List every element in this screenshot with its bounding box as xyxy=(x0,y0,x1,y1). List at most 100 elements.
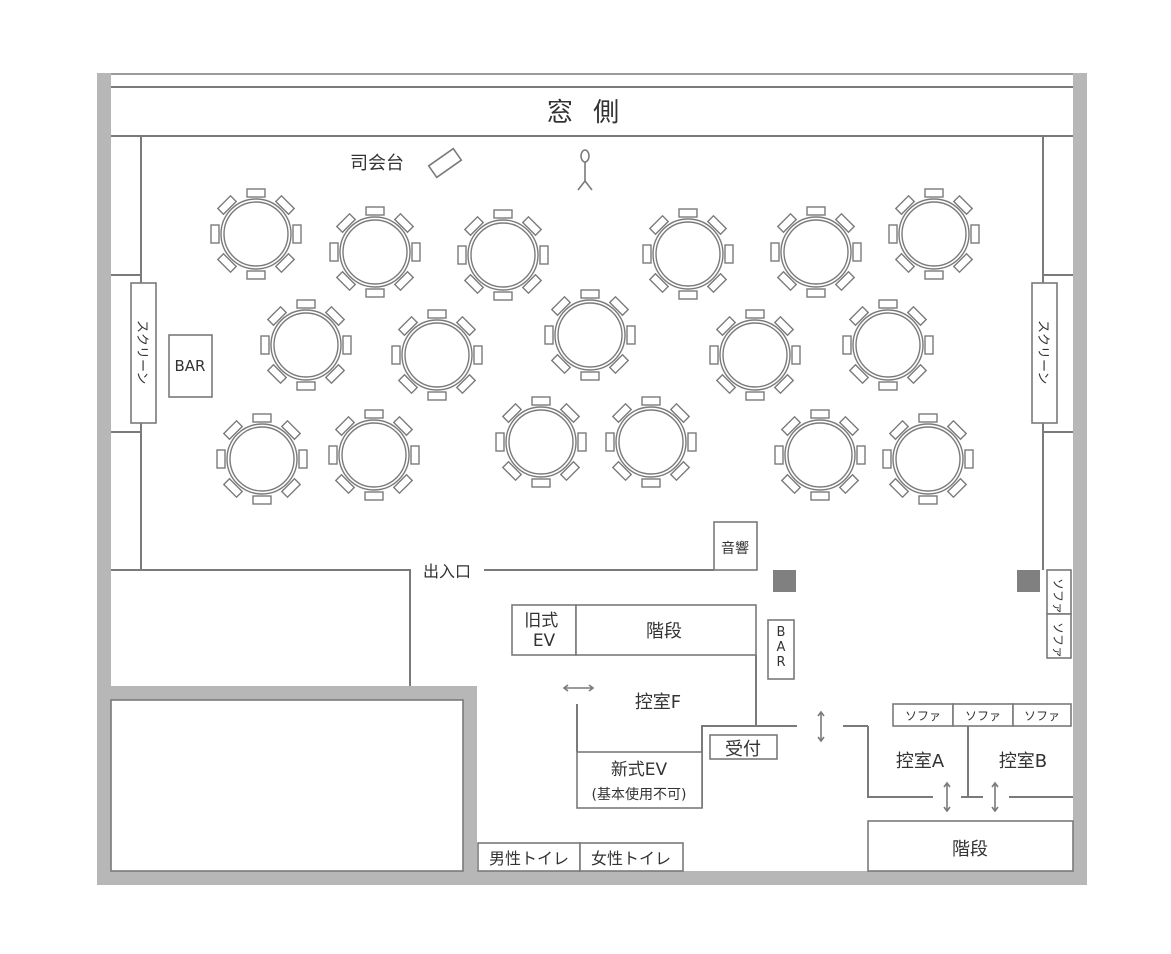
table-top xyxy=(855,312,921,378)
chair-icon xyxy=(463,215,485,237)
chair-icon xyxy=(611,460,633,482)
chair-icon xyxy=(531,396,551,406)
screen-left xyxy=(130,282,157,424)
chair-icon xyxy=(539,245,549,265)
chair-icon xyxy=(577,432,587,452)
chair-icon xyxy=(745,309,765,319)
chair-icon xyxy=(924,335,934,355)
chair-icon xyxy=(342,335,352,355)
chair-icon xyxy=(780,415,802,437)
chair-icon xyxy=(222,419,244,441)
chair-icon xyxy=(292,224,302,244)
chair-icon xyxy=(364,409,384,419)
chair-icon xyxy=(260,335,270,355)
old-ev-label: 旧式 xyxy=(524,611,558,631)
chair-icon xyxy=(706,272,728,294)
sofa-horizontal-3 xyxy=(1012,703,1072,727)
chair-icon xyxy=(298,449,308,469)
chair-icon xyxy=(252,495,272,505)
round-table-icon xyxy=(888,188,980,280)
chair-icon xyxy=(894,252,916,274)
chair-icon xyxy=(888,419,910,441)
table-top xyxy=(342,219,408,285)
chair-icon xyxy=(608,295,630,317)
chair-icon xyxy=(324,363,346,385)
chair-icon xyxy=(274,194,296,216)
chair-icon xyxy=(216,194,238,216)
table-top xyxy=(229,426,295,492)
chair-icon xyxy=(810,491,830,501)
sofa-label: ソファ xyxy=(1051,578,1065,614)
chair-icon xyxy=(328,445,338,465)
chair-icon xyxy=(501,460,523,482)
waiting-b-label: 控室B xyxy=(999,751,1047,772)
outer-wall-right xyxy=(1073,73,1087,885)
old-ev-label: 旧式 EV xyxy=(524,611,563,651)
chair-icon xyxy=(296,381,316,391)
chair-icon xyxy=(427,391,447,401)
window-side-label: 窓 側 xyxy=(547,98,625,128)
chair-icon xyxy=(521,215,543,237)
chair-icon xyxy=(878,299,898,309)
person-icon xyxy=(577,149,593,191)
chair-icon xyxy=(776,270,798,292)
chair-icon xyxy=(776,212,798,234)
chair-icon xyxy=(427,309,447,319)
chair-icon xyxy=(559,402,581,424)
reception-label: 受付 xyxy=(725,739,761,760)
chair-icon xyxy=(678,208,698,218)
stairs-right-label: 階段 xyxy=(952,839,988,860)
chair-icon xyxy=(964,449,974,469)
chair-icon xyxy=(216,252,238,274)
new-elevator xyxy=(576,751,703,809)
round-table-icon xyxy=(216,413,308,505)
inner-wall-vertical xyxy=(463,686,477,885)
round-table-icon xyxy=(391,309,483,401)
chair-icon xyxy=(393,212,415,234)
round-table-icon xyxy=(260,299,352,391)
chair-icon xyxy=(834,212,856,234)
table-top xyxy=(655,221,721,287)
chair-icon xyxy=(642,244,652,264)
inner-wall-horizontal xyxy=(97,686,477,700)
chair-icon xyxy=(952,252,974,274)
chair-icon xyxy=(329,242,339,262)
chair-icon xyxy=(856,445,866,465)
chair-icon xyxy=(848,305,870,327)
chair-icon xyxy=(882,449,892,469)
outer-wall-left xyxy=(97,73,111,885)
reception-desk xyxy=(709,734,778,760)
podium-icon xyxy=(427,147,463,179)
round-table-icon xyxy=(709,309,801,401)
screen-left-label: スクリーン xyxy=(134,320,149,384)
chair-icon xyxy=(410,445,420,465)
chair-icon xyxy=(678,290,698,300)
sofa-label: ソファ xyxy=(905,709,941,723)
chair-icon xyxy=(335,270,357,292)
chair-icon xyxy=(715,315,737,337)
chair-icon xyxy=(894,194,916,216)
round-table-icon xyxy=(882,413,974,505)
chair-icon xyxy=(906,363,928,385)
bar-vertical xyxy=(767,619,795,680)
chair-icon xyxy=(266,363,288,385)
chair-icon xyxy=(550,295,572,317)
chair-icon xyxy=(806,288,826,298)
double-arrow-icon xyxy=(943,781,951,813)
chair-icon xyxy=(397,373,419,395)
table-top xyxy=(783,219,849,285)
sofa-label: ソファ xyxy=(1024,709,1060,723)
table-top xyxy=(901,201,967,267)
chair-icon xyxy=(611,402,633,424)
round-table-icon xyxy=(842,299,934,391)
chair-icon xyxy=(770,242,780,262)
table-top xyxy=(618,409,684,475)
chair-icon xyxy=(626,325,636,345)
bar-counter-left xyxy=(168,334,213,398)
sound-label: 音響 xyxy=(721,540,749,557)
chair-icon xyxy=(364,491,384,501)
pillar-icon xyxy=(773,570,796,592)
chair-icon xyxy=(392,473,414,495)
round-table-icon xyxy=(605,396,697,488)
